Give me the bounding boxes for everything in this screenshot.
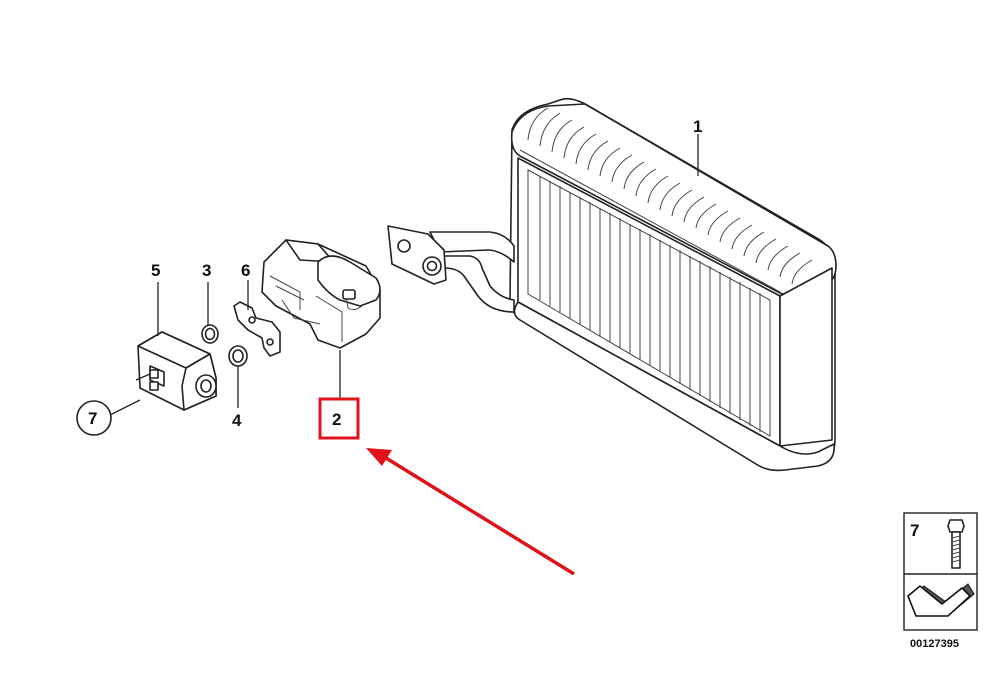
arrow-down-left-icon: [907, 583, 975, 617]
legend-part-number: 7: [910, 521, 919, 540]
callout-7-circle: [76, 400, 112, 436]
o-ring-4-drawing: [228, 345, 248, 367]
o-ring-3-drawing: [201, 324, 219, 344]
callout-2: 2: [332, 410, 341, 429]
housing-drawing: [261, 239, 381, 349]
leader-lines: [107, 134, 699, 417]
evaporator-drawing: [387, 97, 837, 472]
callout-1: 1: [693, 117, 702, 136]
callout-6: 6: [241, 261, 250, 280]
red-arrow-shaft: [385, 456, 575, 576]
bolt-icon: [947, 519, 965, 569]
callout-labels: 1 3 4 5 6 7: [76, 117, 702, 436]
callout-4: 4: [232, 411, 242, 430]
highlight-box: [318, 397, 360, 440]
gasket-drawing: [233, 301, 281, 357]
callout-7: 7: [88, 409, 97, 428]
diagram-code: 00127395: [910, 638, 959, 650]
callout-3: 3: [202, 261, 211, 280]
red-arrow-head: [366, 448, 392, 466]
expansion-valve-drawing: [135, 331, 217, 411]
highlight-group: 2: [318, 397, 575, 576]
legend-box: 7 00127395: [903, 512, 978, 650]
callout-5: 5: [151, 261, 160, 280]
